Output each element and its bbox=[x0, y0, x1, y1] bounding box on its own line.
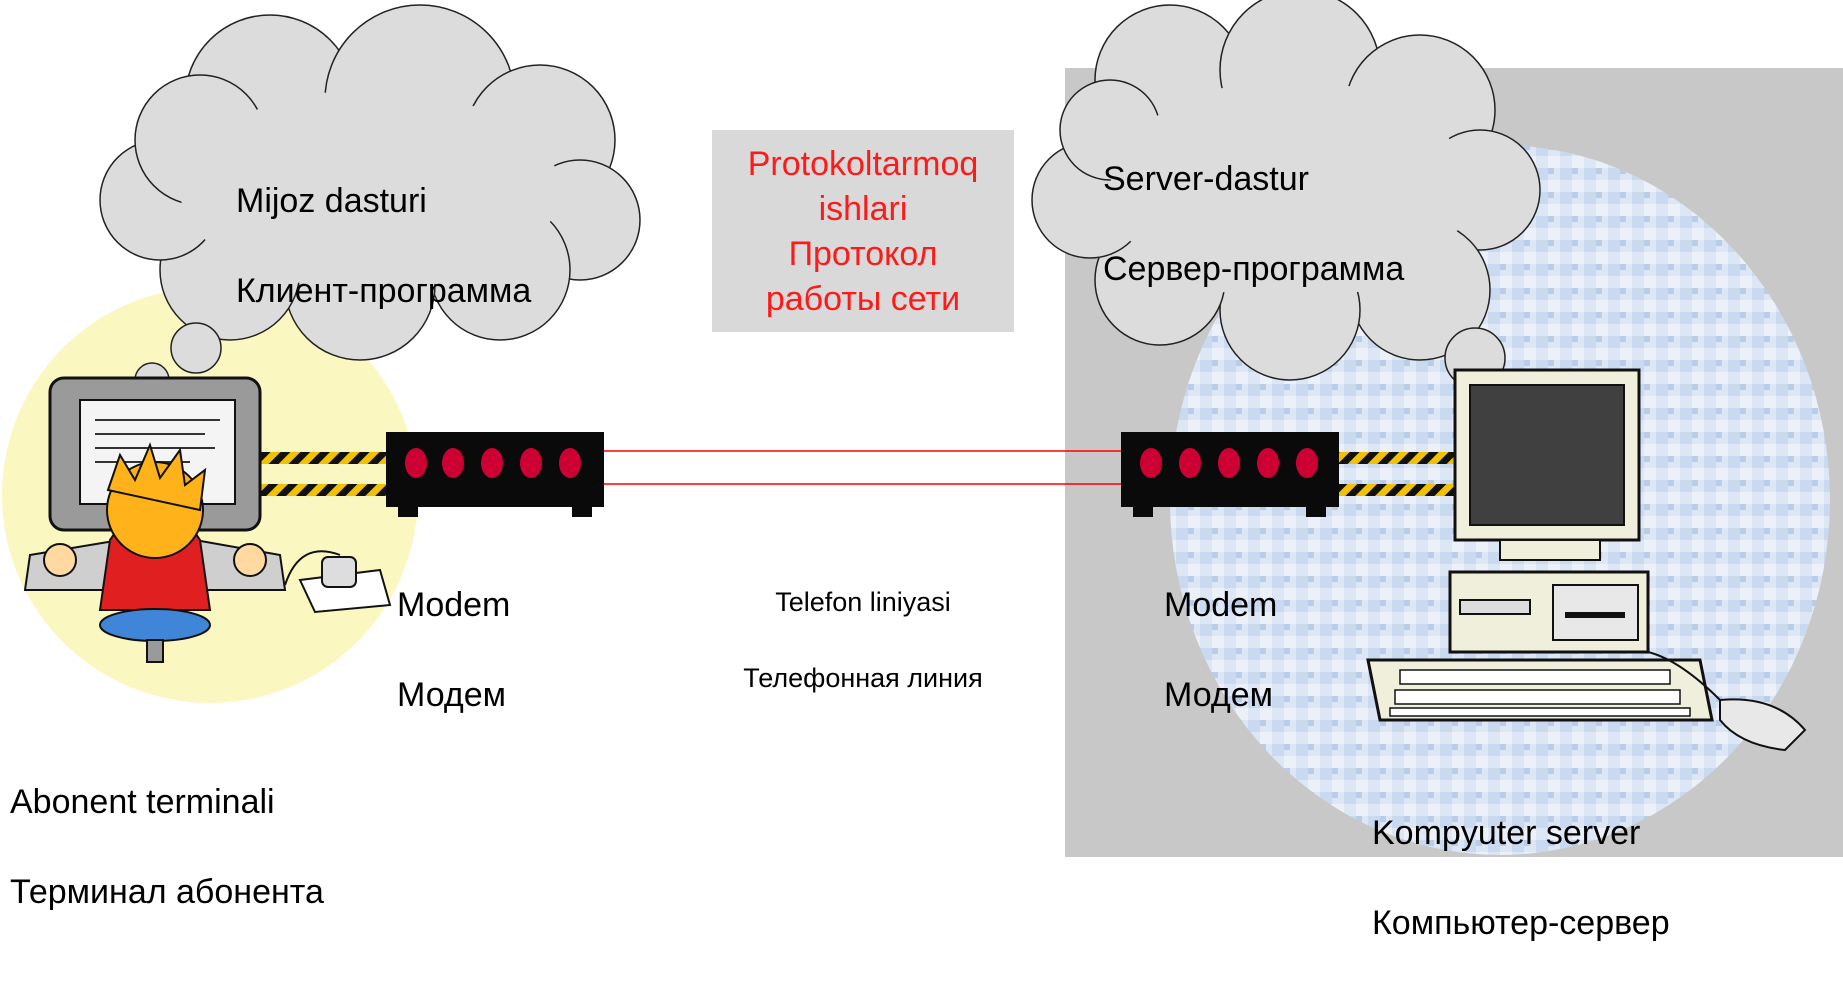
client-program-ru: Клиент-программа bbox=[236, 272, 532, 310]
client-terminal-ru: Терминал абонента bbox=[10, 873, 324, 911]
server-cable-top bbox=[1336, 452, 1456, 464]
client-program-label: Mijoz dasturi Клиент-программа bbox=[236, 134, 531, 359]
server-computer-ru: Компьютер-сервер bbox=[1372, 904, 1670, 942]
server-computer-uz: Kompyuter server bbox=[1372, 814, 1641, 852]
server-computer-illustration bbox=[1366, 368, 1807, 752]
client-thought-cloud bbox=[99, 4, 641, 413]
server-program-uz: Server-dastur bbox=[1103, 160, 1309, 198]
client-terminal-illustration bbox=[23, 376, 392, 663]
protocol-label: Protokoltarmoq ishlari Протокол работы с… bbox=[747, 145, 979, 318]
server-modem bbox=[1121, 432, 1339, 517]
client-modem-uz: Modem bbox=[397, 586, 511, 624]
network-diagram bbox=[2, 0, 1843, 857]
server-computer-label: Kompyuter server Компьютер-сервер bbox=[1372, 766, 1670, 991]
client-cable-top bbox=[238, 452, 388, 464]
client-cable-bottom bbox=[238, 484, 388, 496]
server-modem-ru: Модем bbox=[1164, 676, 1273, 714]
server-thought-cloud bbox=[1031, 0, 1543, 421]
client-terminal-label: Abonent terminali Терминал абонента bbox=[10, 735, 324, 960]
client-terminal-uz: Abonent terminali bbox=[10, 783, 275, 821]
server-program-label: Server-dastur Сервер-программа bbox=[1103, 112, 1404, 337]
phone-line-uz: Telefon liniyasi bbox=[775, 587, 951, 617]
client-modem-ru: Модем bbox=[397, 676, 506, 714]
client-modem bbox=[386, 432, 604, 517]
client-modem-label: Modem Модем bbox=[397, 538, 510, 763]
phone-line-ru: Телефонная линия bbox=[743, 663, 983, 693]
phone-line-label: Telefon liniyasi Телефонная линия bbox=[702, 545, 1024, 735]
client-program-uz: Mijoz dasturi bbox=[236, 182, 427, 220]
server-program-ru: Сервер-программа bbox=[1103, 250, 1405, 288]
protocol-box bbox=[712, 130, 1014, 332]
server-cable-bottom bbox=[1336, 484, 1456, 496]
server-modem-label: Modem Модем bbox=[1164, 538, 1277, 763]
modem-leds bbox=[405, 448, 581, 478]
server-modem-uz: Modem bbox=[1164, 586, 1278, 624]
